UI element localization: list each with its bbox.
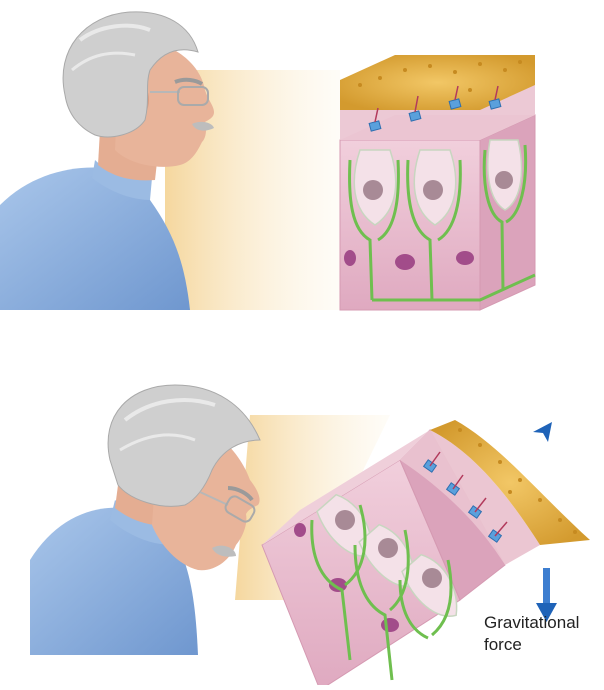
direction-arrowhead-icon (533, 422, 552, 442)
force-label-line1: Gravitational (484, 612, 604, 634)
upper-shirt (0, 167, 190, 310)
upper-panel (0, 12, 535, 310)
upper-macula-block (340, 55, 535, 310)
force-label-line2: force (484, 634, 604, 656)
gravitational-force-label: Gravitational force (484, 612, 604, 656)
